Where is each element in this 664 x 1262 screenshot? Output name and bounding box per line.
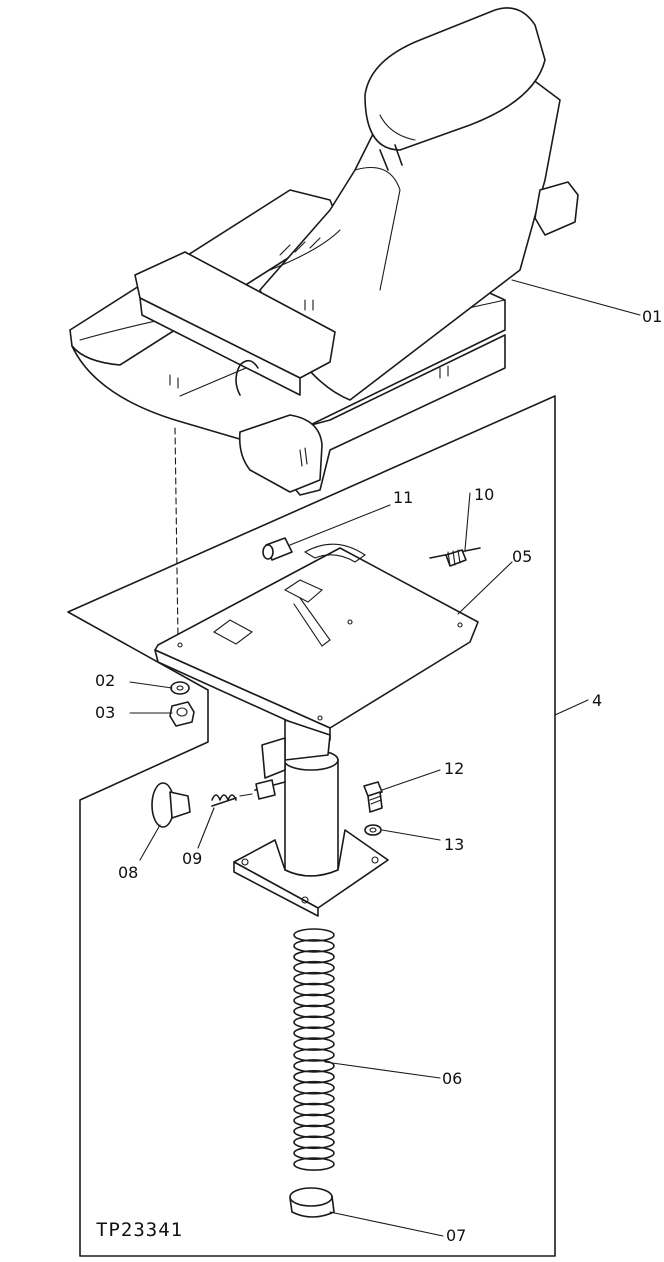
spring-coil: [293, 1048, 335, 1062]
spring-coil: [293, 1070, 335, 1084]
bolt-drawing: [363, 781, 383, 813]
washer-drawing: [170, 681, 190, 695]
spring-coil: [293, 1026, 335, 1040]
callout-05: 05: [512, 547, 532, 566]
pin-drawing: [429, 547, 481, 567]
cap-drawing: [289, 1187, 335, 1218]
callout-07: 07: [446, 1226, 466, 1245]
spring-coil: [293, 1135, 335, 1150]
group-boundary-outline: [67, 395, 556, 1257]
callout-09: 09: [182, 849, 202, 868]
spring-coil: [293, 1124, 335, 1139]
callout-01: 01: [642, 307, 662, 326]
pedestal-drawing: [233, 719, 389, 917]
spring-coil: [293, 939, 335, 953]
spring-coil: [293, 1157, 335, 1171]
spring-coil: [293, 1037, 335, 1051]
spring-coil: [293, 950, 335, 964]
seat-drawing: [69, 7, 579, 496]
spring-coil: [293, 1091, 335, 1106]
spring-coil: [293, 1146, 335, 1160]
callout-labels: 01 02 03 05 06 07 08 09 10 11 12 13 4 TP…: [95, 307, 662, 1245]
callout-03: 03: [95, 703, 115, 722]
main-spring-drawing: [293, 928, 335, 1171]
knob-drawing: [151, 782, 191, 828]
seat-plate-drawing: [154, 543, 479, 741]
callout-13: 13: [444, 835, 464, 854]
callout-12: 12: [444, 759, 464, 778]
callout-08: 08: [118, 863, 138, 882]
spring-coil: [293, 1004, 335, 1019]
small-spring-drawing: [211, 794, 237, 807]
spring-coil: [293, 928, 335, 942]
spring-coil: [293, 960, 335, 975]
spring-coil: [293, 1015, 335, 1030]
spring-coil: [293, 1059, 335, 1073]
nut-drawing: [169, 701, 195, 727]
callout-06: 06: [442, 1069, 462, 1088]
reference-code: TP23341: [96, 1219, 183, 1241]
spring-coil: [293, 982, 335, 997]
spring-coil: [293, 1113, 335, 1128]
spring-coil: [293, 1080, 335, 1095]
mount-guideline: [174, 427, 179, 641]
callout-11: 11: [393, 488, 413, 507]
bolt-washer-drawing: [364, 824, 382, 836]
callout-02: 02: [95, 671, 115, 690]
callout-10: 10: [474, 485, 494, 504]
spring-coil: [293, 1102, 335, 1117]
bushing-drawing: [262, 537, 293, 561]
spring-coil: [293, 993, 335, 1008]
group-label: 4: [592, 691, 602, 710]
spring-coil: [293, 971, 335, 986]
leader-lines: [129, 279, 641, 1237]
